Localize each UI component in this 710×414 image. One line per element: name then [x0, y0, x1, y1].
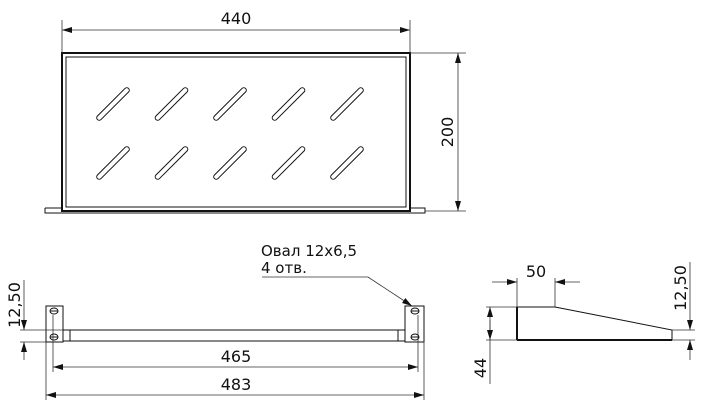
vent-slot [271, 87, 306, 121]
oval-hole-icon [49, 333, 59, 341]
vent-slot [271, 146, 306, 180]
callout-hole-count: 4 отв. [261, 259, 307, 277]
lip-height-dimension: 12,50 [671, 265, 690, 311]
hole-spacing-dimension: 465 [221, 347, 252, 366]
vent-slot [330, 87, 364, 121]
side-view: 50 44 12,50 [471, 262, 695, 384]
top-view: 440 200 [44, 9, 466, 214]
vent-slots [96, 87, 364, 180]
bracket-height-dimension: 12,50 [5, 282, 24, 328]
front-view: 12,50 465 483 Овал 12x6,5 4 отв. [5, 242, 425, 400]
height-dimension: 44 [471, 358, 490, 378]
width-dimension: 440 [221, 9, 252, 28]
callout-leader [262, 276, 413, 307]
side-profile [517, 306, 673, 341]
shelf-front-edge [62, 329, 406, 342]
shelf-inner-edge [65, 56, 407, 208]
vent-slot [96, 146, 130, 180]
vent-slot [213, 146, 247, 180]
flange-dimension: 50 [526, 262, 546, 281]
vent-slot [154, 146, 189, 180]
oval-holes [49, 307, 420, 341]
depth-dimension: 200 [438, 117, 457, 148]
vent-slot [213, 87, 247, 121]
callout-hole-type: Овал 12x6,5 [261, 242, 357, 260]
vent-slot [154, 87, 189, 121]
left-bracket [45, 305, 64, 343]
right-bracket [404, 305, 425, 343]
overall-width-dimension: 483 [221, 375, 252, 394]
mounting-flange [44, 207, 426, 214]
oval-hole-icon [410, 307, 420, 315]
vent-slot [330, 146, 364, 180]
vent-slot [96, 87, 130, 121]
oval-hole-icon [49, 307, 59, 315]
shelf-outline [61, 52, 411, 212]
